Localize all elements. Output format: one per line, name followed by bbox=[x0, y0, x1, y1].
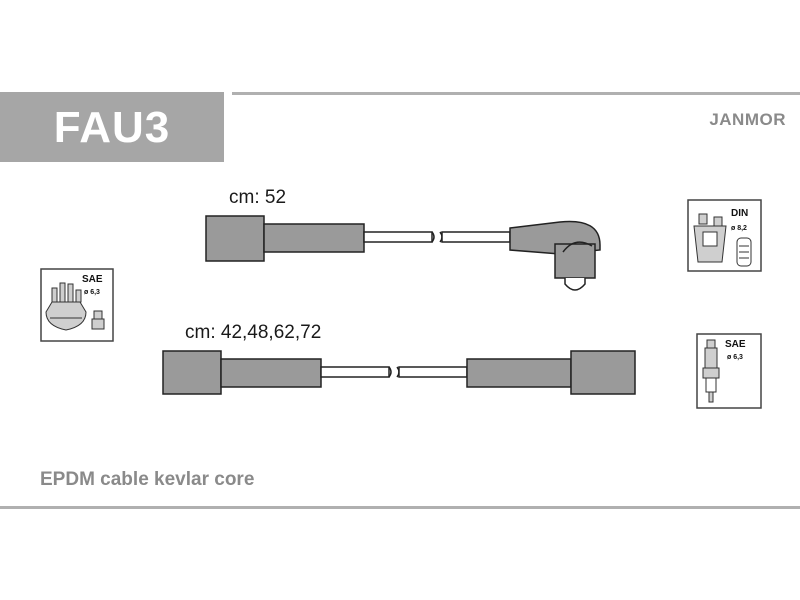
terminal-right-bottom-standard: SAE bbox=[725, 339, 746, 350]
distributor-cap-icon bbox=[45, 301, 87, 331]
terminal-pin-icon bbox=[91, 310, 105, 330]
terminal-left-diameter: ø 6,3 bbox=[84, 289, 100, 296]
terminal-left-standard: SAE bbox=[82, 274, 103, 285]
footer-divider bbox=[0, 506, 800, 509]
terminal-box-right-top: DIN ø 8,2 bbox=[687, 199, 762, 272]
cable-1-length-label: cm: 52 bbox=[229, 187, 287, 208]
cable-1-break-a bbox=[431, 231, 435, 243]
terminal-right-top-standard: DIN bbox=[731, 208, 748, 219]
brand-name: JANMOR bbox=[709, 110, 786, 129]
spark-plug-icon bbox=[702, 339, 720, 403]
cable-2-wire-a bbox=[320, 366, 390, 378]
cable-1-angle-cap bbox=[554, 243, 596, 279]
product-code: FAU3 bbox=[53, 103, 171, 152]
cable-2-right-boot bbox=[570, 350, 636, 395]
cable-description: EPDM cable kevlar core bbox=[40, 469, 255, 490]
terminal-box-left: SAE ø 6,3 bbox=[40, 268, 114, 342]
terminal-box-right-bottom: SAE ø 6,3 bbox=[696, 333, 762, 409]
cable-2 bbox=[162, 350, 636, 395]
cable-2-left-sleeve bbox=[220, 358, 322, 388]
cable-1-wire-a bbox=[363, 231, 433, 243]
cable-2-wire-b bbox=[398, 366, 468, 378]
terminal-right-top-diameter: ø 8,2 bbox=[731, 225, 747, 232]
product-code-banner bbox=[0, 92, 224, 162]
cable-1-left-sleeve bbox=[263, 223, 365, 253]
cable-1-terminal bbox=[564, 278, 586, 291]
terminal-right-bottom-diameter: ø 6,3 bbox=[727, 354, 743, 361]
cable-2-length-label: cm: 42,48,62,72 bbox=[185, 322, 322, 343]
cable-1 bbox=[205, 215, 601, 291]
ignition-coil-icon bbox=[693, 213, 727, 263]
cable-2-right-sleeve bbox=[466, 358, 572, 388]
cable-2-break-a bbox=[388, 366, 392, 378]
cable-1-wire-b bbox=[441, 231, 511, 243]
cable-2-left-boot bbox=[162, 350, 222, 395]
din-terminal-icon bbox=[736, 237, 752, 267]
cable-1-left-boot bbox=[205, 215, 265, 262]
header-divider bbox=[232, 92, 800, 95]
cable-1-angle-curve bbox=[562, 241, 593, 253]
